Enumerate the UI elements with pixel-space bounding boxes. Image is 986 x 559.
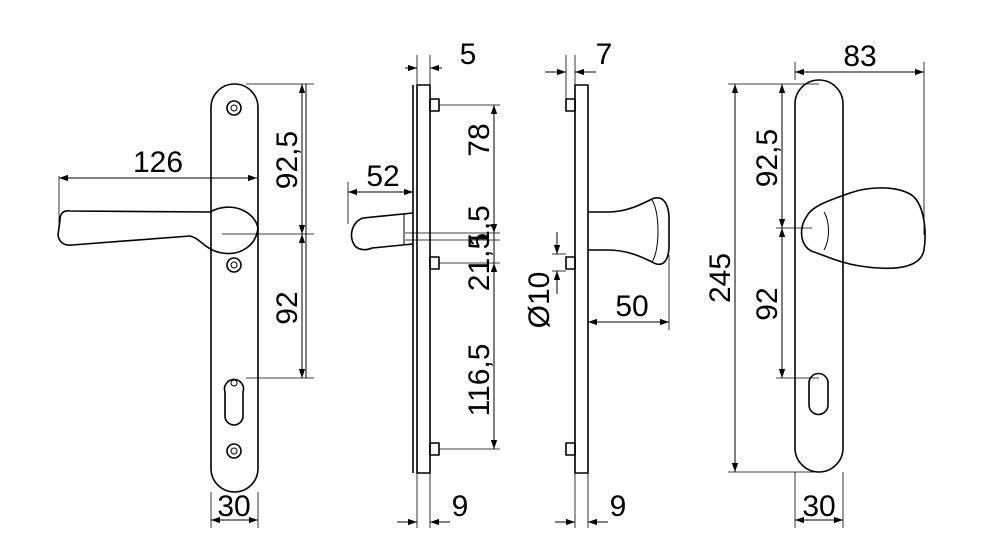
- backplate-lever: [210, 83, 259, 493]
- dim-knob-projection: 50: [615, 290, 648, 323]
- dim-top: 78: [463, 123, 496, 156]
- dim-knob-plate-offset: 7: [596, 38, 613, 71]
- screw-hole-middle: [226, 257, 242, 273]
- knob-lug-bottom: [565, 442, 576, 456]
- fixing-lug-bottom: [429, 442, 440, 456]
- dim-knob-plate-width: 30: [802, 490, 835, 523]
- side-plate-knob: [574, 84, 589, 474]
- dim-spindle-diameter: Ø10: [523, 272, 556, 329]
- dim-plate-offset: 5: [460, 38, 477, 71]
- lever-profile: [350, 212, 414, 251]
- fixing-lug-top: [429, 98, 440, 112]
- knob-lug-middle: [565, 256, 576, 270]
- cylinder-cutout-knob: [808, 372, 829, 416]
- dim-lower: 21,5: [463, 233, 496, 291]
- dim-plate-width: 30: [217, 490, 250, 523]
- cylinder-cutout: [223, 378, 245, 426]
- dim-mid: 1,5: [463, 205, 496, 247]
- dim-lever-projection: 52: [366, 160, 399, 193]
- lever-handle: [57, 206, 259, 255]
- dim-total-height: 245: [704, 253, 737, 303]
- dim-upper-spacing: 92,5: [271, 131, 304, 189]
- dim-bottom: 116,5: [463, 344, 496, 417]
- knob-lug-top: [565, 98, 576, 112]
- knob-cap: [651, 199, 659, 263]
- side-plate-lever: [416, 84, 431, 474]
- fixing-lug-middle: [429, 256, 440, 270]
- dim-knob-base-depth: 9: [610, 490, 627, 523]
- dim-base-depth: 9: [452, 490, 469, 523]
- side-knob-view: 7 Ø10 50 9: [523, 38, 670, 528]
- side-lever-view: 5 52 78 1,5 21,5 116,5 9: [347, 38, 500, 528]
- screw-hole-bottom: [226, 443, 242, 459]
- knob-profile: [588, 197, 670, 266]
- dim-knob-width: 83: [843, 40, 876, 73]
- front-knob-view: 83 92,5 245 92 30: [704, 40, 926, 528]
- dim-lever-length: 126: [133, 146, 183, 179]
- front-lever-view: 126 92,5 92 30: [57, 83, 314, 528]
- screw-hole-top: [226, 100, 242, 116]
- dim-lower-spacing: 92: [271, 291, 304, 324]
- knob-neck: [823, 211, 829, 251]
- dim-knob-upper-spacing: 92,5: [751, 129, 784, 187]
- backplate-knob: [794, 79, 844, 473]
- cylinder-cutout-centre: [230, 379, 238, 387]
- knob-front: [800, 187, 926, 270]
- dim-knob-lower-spacing: 92: [751, 287, 784, 320]
